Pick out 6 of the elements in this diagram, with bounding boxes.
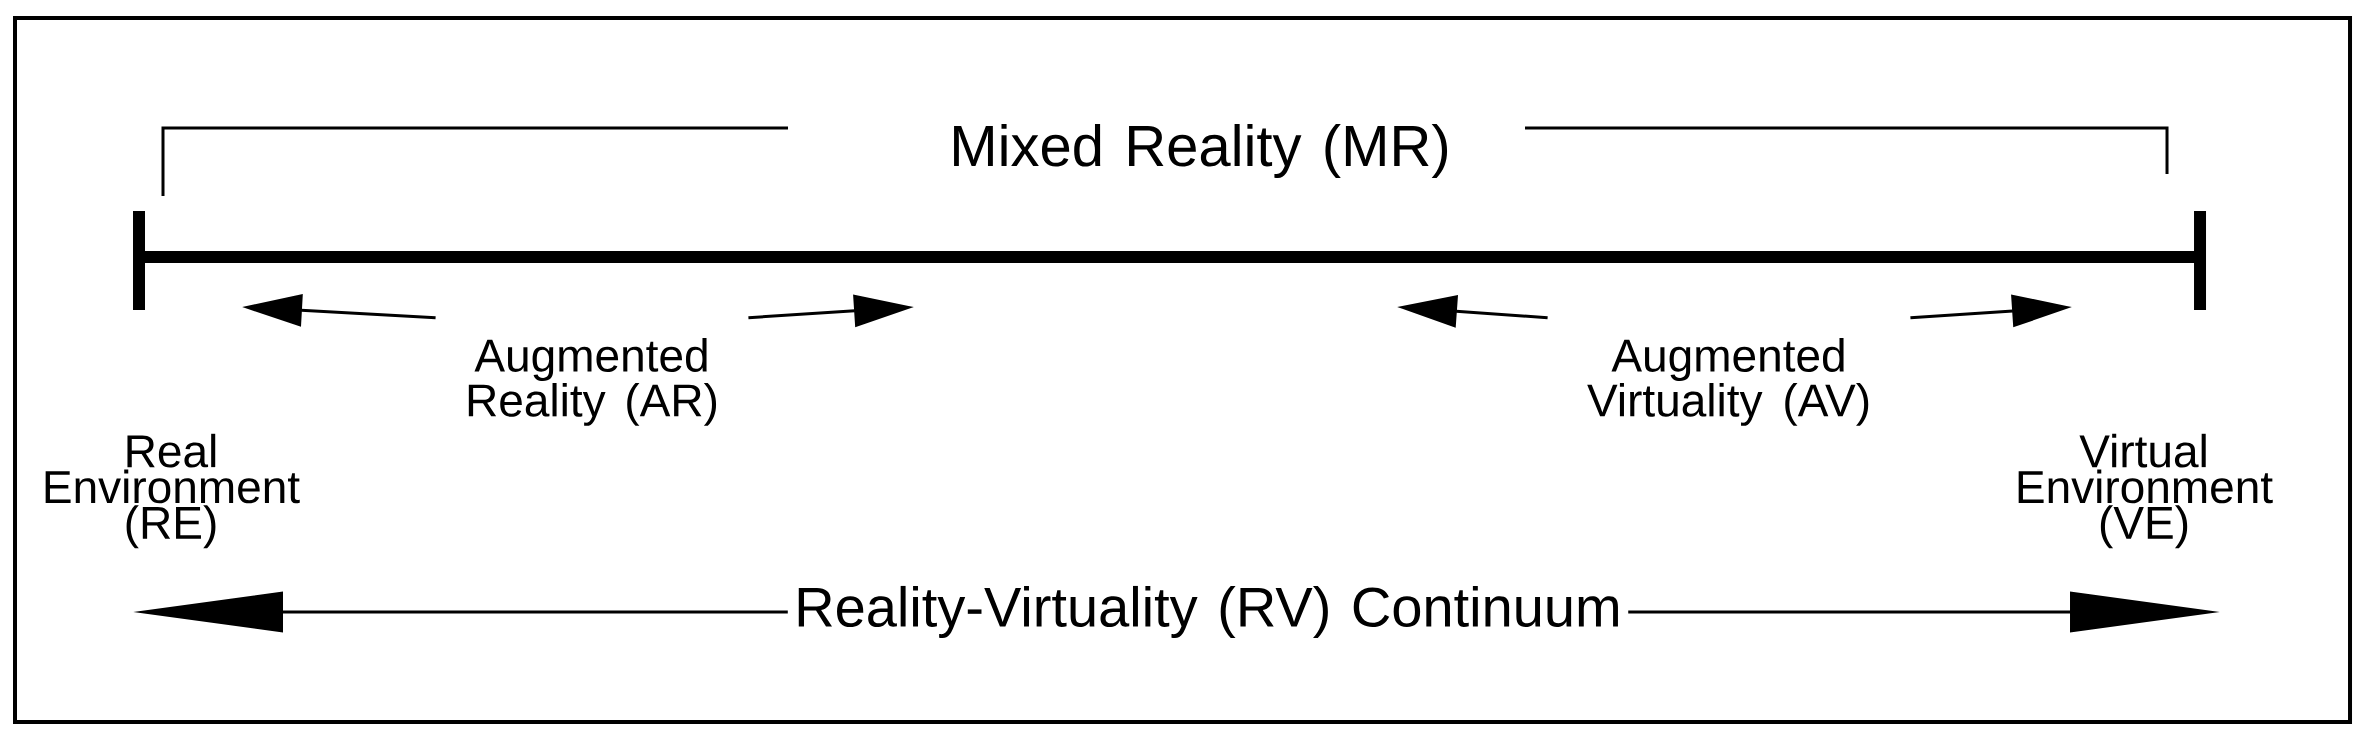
- label: Virtual Environment (VE): [2018, 433, 2273, 549]
- label: Reality-Virtuality (RV) Continuum: [798, 585, 1618, 639]
- label: Augmented Reality (AR): [468, 338, 717, 426]
- label: Real Environment (RE): [45, 433, 300, 549]
- label: Mixed Reality (MR): [954, 123, 1448, 179]
- label: Augmented Virtuality (AV): [1587, 338, 1869, 426]
